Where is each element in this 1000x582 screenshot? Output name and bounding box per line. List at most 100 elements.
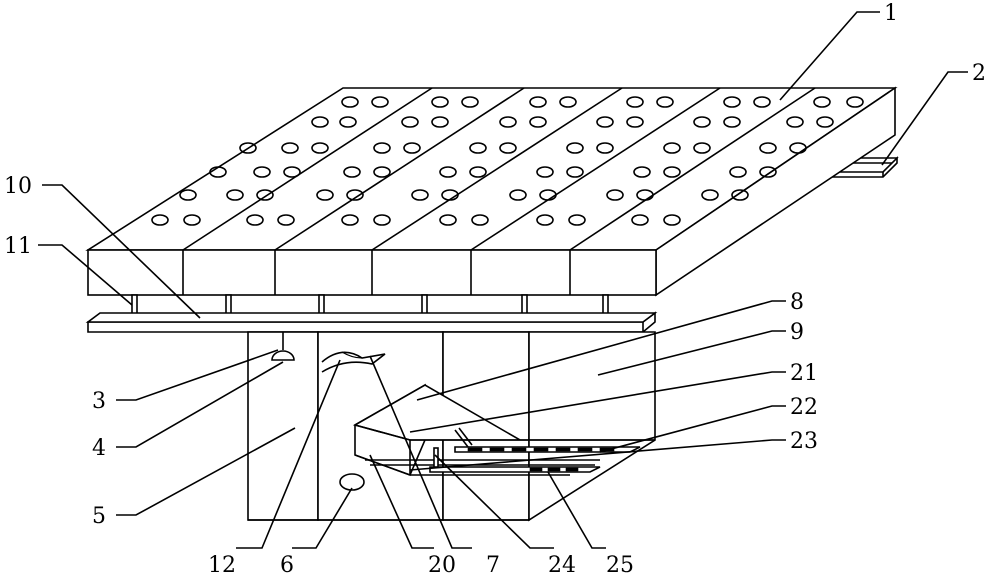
- hole: [411, 189, 429, 201]
- label-25: 25: [606, 553, 634, 578]
- hole: [529, 96, 547, 108]
- hole: [469, 166, 487, 178]
- hole: [431, 96, 449, 108]
- hole: [339, 116, 357, 128]
- hole: [656, 96, 674, 108]
- hole: [151, 214, 169, 226]
- label-21: 21: [790, 361, 818, 386]
- label-6: 6: [280, 553, 294, 578]
- hole: [401, 116, 419, 128]
- bar-10: [85, 311, 658, 333]
- label-23: 23: [790, 429, 818, 454]
- hole: [509, 189, 527, 201]
- hole: [753, 96, 771, 108]
- hole: [256, 189, 274, 201]
- hole: [786, 116, 804, 128]
- hole: [529, 116, 547, 128]
- hole: [246, 214, 264, 226]
- hole: [239, 142, 257, 154]
- hole: [536, 214, 554, 226]
- hole: [253, 166, 271, 178]
- hole: [311, 142, 329, 154]
- hole: [596, 142, 614, 154]
- hole: [469, 142, 487, 154]
- label-22: 22: [790, 395, 818, 420]
- hole: [283, 166, 301, 178]
- hole: [813, 96, 831, 108]
- hole: [631, 214, 649, 226]
- hole: [663, 142, 681, 154]
- hole: [559, 96, 577, 108]
- lower-box: [247, 331, 656, 522]
- hole: [568, 214, 586, 226]
- hole: [729, 166, 747, 178]
- hole: [343, 166, 361, 178]
- hole: [663, 166, 681, 178]
- hole: [539, 189, 557, 201]
- hole: [626, 116, 644, 128]
- hole: [499, 116, 517, 128]
- label-11: 11: [4, 234, 32, 259]
- hole: [431, 116, 449, 128]
- hole: [277, 214, 295, 226]
- hole: [566, 142, 584, 154]
- hole: [373, 142, 391, 154]
- hole: [536, 166, 554, 178]
- hole: [606, 189, 624, 201]
- hole: [311, 116, 329, 128]
- hole: [183, 214, 201, 226]
- opening-6: [339, 473, 365, 491]
- hole: [633, 166, 651, 178]
- label-24: 24: [548, 553, 576, 578]
- label-9: 9: [790, 320, 804, 345]
- label-20: 20: [428, 553, 456, 578]
- label-10: 10: [4, 174, 32, 199]
- hole: [371, 96, 389, 108]
- hole: [341, 214, 359, 226]
- hole: [441, 189, 459, 201]
- hole: [626, 96, 644, 108]
- hole: [373, 214, 391, 226]
- hole: [281, 142, 299, 154]
- hole: [723, 96, 741, 108]
- hole: [701, 189, 719, 201]
- hole: [636, 189, 654, 201]
- hole: [403, 142, 421, 154]
- hole: [723, 116, 741, 128]
- label-3: 3: [92, 389, 106, 414]
- leader-lines: [38, 11, 968, 549]
- hole: [461, 96, 479, 108]
- hole: [566, 166, 584, 178]
- hole: [759, 142, 777, 154]
- hole: [731, 189, 749, 201]
- slot-plate-23-25: [429, 447, 601, 473]
- label-2: 2: [972, 61, 986, 86]
- hook-part-3-4: [271, 332, 295, 361]
- hole: [373, 166, 391, 178]
- top-panel-1: [85, 86, 898, 297]
- hole: [341, 96, 359, 108]
- hole: [179, 189, 197, 201]
- label-5: 5: [92, 504, 106, 529]
- label-12: 12: [208, 553, 236, 578]
- hole: [789, 142, 807, 154]
- label-8: 8: [790, 290, 804, 315]
- tray-part-8-20-21: [352, 383, 655, 477]
- hole: [596, 116, 614, 128]
- part-labels: 1 2 10 11 8 9 21 22 23 3 4 5 12 6 20 7 2…: [4, 1, 986, 578]
- hole: [499, 142, 517, 154]
- hole: [693, 142, 711, 154]
- hole: [439, 166, 457, 178]
- hole: [316, 189, 334, 201]
- panel-holes: [151, 96, 864, 226]
- hole: [816, 116, 834, 128]
- hole: [663, 214, 681, 226]
- support-posts-11: [131, 294, 609, 316]
- hole: [846, 96, 864, 108]
- hole: [759, 166, 777, 178]
- label-1: 1: [884, 1, 898, 26]
- hole: [226, 189, 244, 201]
- label-4: 4: [92, 436, 106, 461]
- label-7: 7: [486, 553, 500, 578]
